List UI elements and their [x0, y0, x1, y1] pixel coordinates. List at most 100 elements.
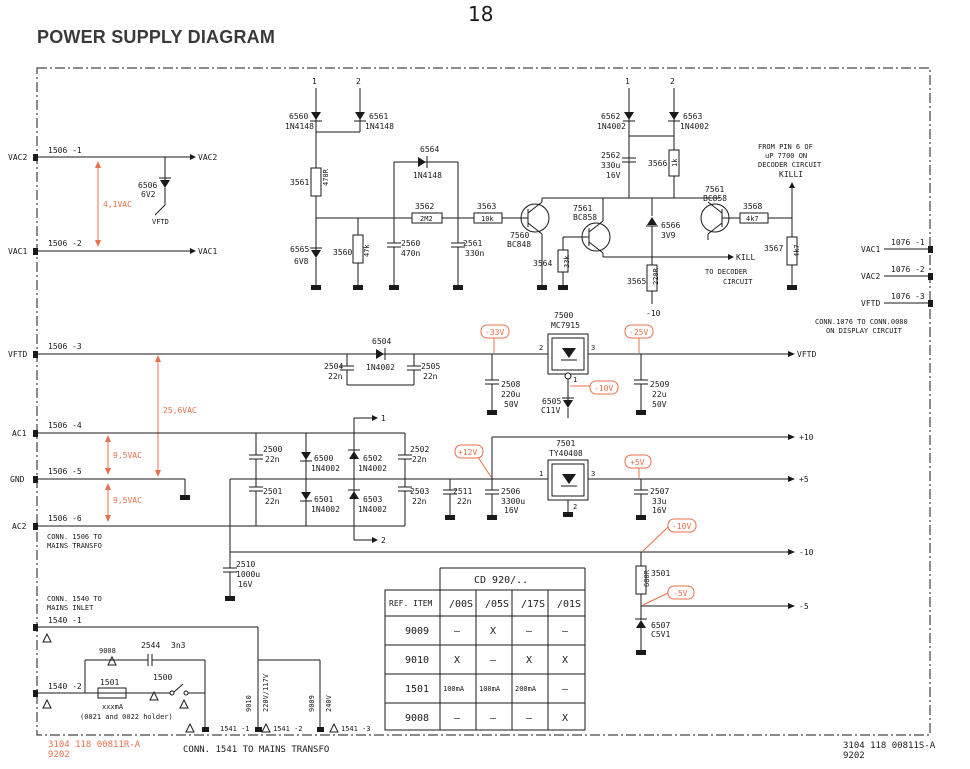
- pin-7500-2: 2: [539, 344, 543, 352]
- table-cell: –: [454, 713, 461, 724]
- label-1500: 1500: [153, 673, 172, 682]
- pin-top-4: 2: [670, 77, 675, 86]
- label-3568: 3568: [743, 202, 762, 211]
- value-9009: 240V: [325, 694, 333, 712]
- pin-top-3: 1: [625, 77, 630, 86]
- pin-1076-2: 1076 -2: [891, 265, 925, 274]
- label-3566: 3566: [648, 159, 667, 168]
- conn-1540-note-1: CONN. 1540 TO: [47, 595, 102, 603]
- page-title: POWER SUPPLY DIAGRAM: [37, 27, 276, 47]
- badge-minus10v-b: -10V: [672, 522, 691, 531]
- value-6562: 1N4002: [597, 122, 626, 131]
- badge-plus12v: +12V: [458, 448, 477, 457]
- table-cell: 100mA: [443, 685, 465, 693]
- out-label-minus10: -10: [799, 548, 814, 557]
- pin-1076-3: 1076 -3: [891, 292, 925, 301]
- label-6502: 6502: [363, 454, 382, 463]
- value-2560: 470n: [401, 249, 420, 258]
- value-6504: 1N4002: [366, 363, 395, 372]
- value-9010: 220V/117V: [262, 673, 270, 712]
- variant-table: CD 920/.. REF. ITEM /00S /05S /17S /01S …: [384, 567, 586, 731]
- value-2501: 22n: [265, 497, 280, 506]
- mains-inlet: CONN. 1540 TO MAINS INLET 1540 -1 1540 -…: [33, 595, 371, 733]
- label-1501: 1501: [100, 678, 119, 687]
- label-9008: 9008: [99, 647, 116, 655]
- pin-1506-6: 1506 -6: [48, 514, 82, 523]
- pin-7500-1: 1: [573, 376, 577, 384]
- vftd-rail: VFTD 6504 1N4002 2504 22n 2505 22n 2508 …: [38, 311, 816, 418]
- value-3501: 680R: [643, 569, 651, 587]
- table-cell: X: [562, 655, 568, 666]
- kill-circuit: CIRCUIT: [723, 278, 753, 286]
- table-header-01s: /01S: [557, 599, 581, 610]
- value-3565: 220R: [652, 267, 660, 285]
- net-label-r-vac2: VAC2: [861, 272, 880, 281]
- value-2506: 3300u: [501, 497, 525, 506]
- table-cell: –: [490, 655, 497, 666]
- label-2507: 2507: [650, 487, 669, 496]
- conn-1506-note-1: CONN. 1506 TO: [47, 533, 102, 541]
- value-6565: 6V8: [294, 257, 309, 266]
- voltage-2509: 50V: [652, 400, 667, 409]
- net-label-vftd: VFTD: [8, 350, 27, 359]
- label-6565: 6565: [290, 245, 309, 254]
- pin-7501-3: 3: [591, 470, 595, 478]
- label-6505: 6505: [542, 397, 561, 406]
- pin-7501-1: 1: [539, 470, 543, 478]
- table-cell: 1501: [405, 684, 429, 695]
- value-3568: 4k7: [746, 215, 759, 223]
- label-3561: 3561: [290, 178, 309, 187]
- out-label-minus5: -5: [799, 602, 809, 611]
- value-3564: 33k: [563, 255, 571, 268]
- net-label-r-vftd: VFTD: [861, 299, 880, 308]
- value-7561-b: BC858: [703, 194, 727, 203]
- label-6500: 6500: [314, 454, 333, 463]
- label-9009: 9009: [308, 695, 316, 712]
- value-6501: 1N4002: [311, 505, 340, 514]
- value-6561: 1N4148: [365, 122, 394, 131]
- table-header-05s: /05S: [485, 599, 509, 610]
- voltage-2506: 16V: [504, 506, 519, 515]
- value-3560: 47k: [363, 244, 371, 257]
- table-cell: 200mA: [515, 685, 537, 693]
- badge-minus25v: -25V: [629, 328, 648, 337]
- net-minus10-small: -10: [646, 309, 661, 318]
- value-7560: BC848: [507, 240, 531, 249]
- table-cell: –: [454, 626, 461, 637]
- label-2562: 2562: [601, 151, 620, 160]
- label-6566: 6566: [661, 221, 680, 230]
- label-6504: 6504: [372, 337, 391, 346]
- net-label-vac2: VAC2: [8, 153, 27, 162]
- label-2511: 2511: [453, 487, 472, 496]
- value-7501: TY40408: [549, 449, 583, 458]
- note-holder: (0021 and 0022 holder): [80, 713, 173, 721]
- badge-minus5v: -5V: [673, 589, 688, 598]
- from-pin-1: FROM PIN 6 OF: [758, 143, 813, 151]
- value-6507: C5V1: [651, 630, 670, 639]
- footer-right-code: 3104 118 00811S-A: [843, 741, 936, 751]
- net-label-vac1: VAC1: [8, 247, 27, 256]
- pin-1541-1: 1541 -1: [220, 725, 250, 733]
- net-label-ac1: AC1: [12, 429, 27, 438]
- voltage-4-1vac: 4,1VAC: [103, 200, 132, 209]
- value-2562: 330u: [601, 161, 620, 170]
- value-2500: 22n: [265, 455, 280, 464]
- voltage-25-6vac: 25,6VAC: [163, 406, 197, 415]
- table-cell: 9008: [405, 713, 429, 724]
- label-6561: 6561: [369, 112, 388, 121]
- table-cell: –: [490, 713, 497, 724]
- label-6560: 6560: [289, 112, 308, 121]
- conn-1076-note-2: ON DISPLAY CIRCUIT: [826, 327, 903, 335]
- from-pin-3: DECODER CIRCUIT: [758, 161, 822, 169]
- table-cell: 9009: [405, 626, 429, 637]
- label-6506: 6506: [138, 181, 157, 190]
- label-vftd-small: VFTD: [152, 218, 169, 226]
- voltage-annotations-left: 4,1VAC 25,6VAC 9,5VAC 9,5VAC: [95, 161, 197, 522]
- label-2506: 2506: [501, 487, 520, 496]
- voltage-9-5vac-b: 9,5VAC: [113, 496, 142, 505]
- pin-1541-2: 1541 -2: [273, 725, 303, 733]
- label-3564: 3564: [533, 259, 552, 268]
- value-2511: 22n: [457, 497, 472, 506]
- footer-left-date: 9202: [48, 750, 70, 760]
